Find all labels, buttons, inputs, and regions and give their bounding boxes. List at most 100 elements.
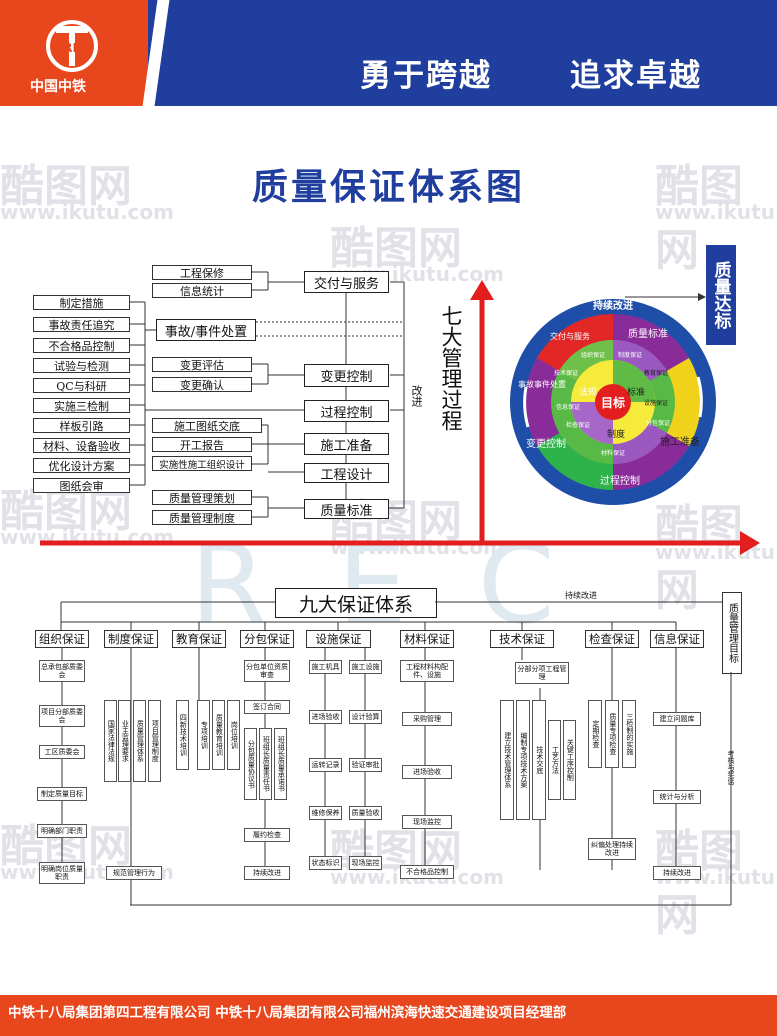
nine-col-material: 材料保证 bbox=[400, 630, 454, 648]
nine-item: 专项培训 bbox=[197, 700, 210, 770]
wheel-inner: 标准 bbox=[627, 386, 645, 398]
nine-item: 验证审批 bbox=[349, 758, 382, 772]
flow-left-item: 图纸会审 bbox=[33, 478, 130, 493]
wheel-inner: 制度 bbox=[607, 428, 625, 440]
nine-item: 分部分项工程管理 bbox=[515, 662, 569, 684]
flow-center-standard: 质量标准 bbox=[304, 499, 389, 519]
flow-left-item: 实施三检制 bbox=[33, 398, 130, 413]
nine-item: 进场验收 bbox=[402, 765, 452, 779]
nine-item: 质量验收 bbox=[349, 806, 382, 820]
nine-col-info: 信息保证 bbox=[650, 630, 704, 648]
nine-item: 规范管理行为 bbox=[106, 866, 162, 880]
wheel-inner: 技术保证 bbox=[554, 369, 578, 377]
watermark-brand: 酷图网 bbox=[330, 223, 462, 274]
flow-left-item: 试验与检测 bbox=[33, 358, 130, 373]
watermark-url: www.ikutu.com bbox=[0, 200, 174, 224]
flow-mid-item: 信息统计 bbox=[152, 283, 252, 298]
nine-item: 国家法律法规 bbox=[104, 700, 117, 782]
wheel-seg: 过程控制 bbox=[600, 474, 640, 487]
flow-left-item: 不合格品控制 bbox=[33, 338, 130, 353]
wheel-seg: 变更控制 bbox=[526, 437, 566, 450]
logo-text: 中国中铁 bbox=[30, 79, 86, 95]
nine-item: 状态标识 bbox=[309, 856, 342, 870]
wheel-seg: 质量标准 bbox=[628, 328, 668, 340]
nine-item: 采购管理 bbox=[402, 712, 452, 726]
nine-item: 建立技术管理体系 bbox=[500, 700, 514, 820]
nine-item: 总承包部质委会 bbox=[39, 660, 85, 682]
nine-item: 班组长质量责任书 bbox=[259, 728, 272, 800]
nine-item: 关键工序控制 bbox=[563, 720, 576, 800]
nine-item: 分包单位资质审查 bbox=[244, 660, 290, 682]
wheel-inner: 教育保证 bbox=[644, 369, 668, 377]
wheel-inner: 分包保证 bbox=[646, 419, 670, 427]
flow-center-delivery: 交付与服务 bbox=[304, 271, 389, 293]
nine-item: 履约检查 bbox=[244, 828, 290, 842]
nine-item: 项目分部质委会 bbox=[39, 705, 85, 727]
nine-item: 进场验收 bbox=[309, 710, 342, 724]
nine-item: 持续改进 bbox=[653, 866, 701, 880]
flow-center-prep: 施工准备 bbox=[304, 433, 389, 455]
flow-left-item: 优化设计方案 bbox=[33, 458, 130, 473]
wheel-seg: 交付与服务 bbox=[550, 331, 590, 341]
slogan-2: 追求卓越 bbox=[570, 58, 702, 94]
flow-mid-item: 实施性施工组织设计 bbox=[152, 456, 252, 471]
nine-item: 制定质量目标 bbox=[37, 787, 87, 801]
flow-center-process: 过程控制 bbox=[304, 400, 389, 422]
footer-band bbox=[0, 995, 777, 1036]
nine-item: 项目管理制度 bbox=[148, 700, 161, 782]
flow-left-item: 制定措施 bbox=[33, 295, 130, 310]
flow-mid-item: 质量管理策划 bbox=[152, 490, 252, 505]
wheel-inner: 制度保证 bbox=[618, 351, 642, 359]
nine-col-education: 教育保证 bbox=[172, 630, 226, 648]
nine-item: 质量管理体系 bbox=[133, 700, 146, 782]
nine-item: 三检制的实施 bbox=[622, 700, 636, 768]
seven-processes-label: 七大管理过程 bbox=[439, 305, 464, 431]
flow-mid-item: 施工图纸交底 bbox=[152, 418, 262, 433]
slogan-1: 勇于跨越 bbox=[360, 58, 492, 94]
quality-goal-box: 质量管理目标 bbox=[722, 592, 742, 674]
watermark-brand: 酷图网 bbox=[655, 161, 743, 276]
nine-item: 施工设施 bbox=[349, 660, 382, 674]
wheel-inner: 检查保证 bbox=[566, 421, 590, 429]
nine-item: 现场监控 bbox=[349, 856, 382, 870]
flow-mid-item: 变更确认 bbox=[152, 377, 252, 392]
flow-mid-item: 开工报告 bbox=[152, 437, 252, 452]
crec-logo-icon: CREC bbox=[46, 20, 98, 72]
flow-left-item: QC与科研 bbox=[33, 378, 130, 393]
wheel-center-label: 目标 bbox=[601, 395, 625, 410]
nine-item: 岗位培训 bbox=[227, 700, 240, 770]
nine-item: 明确部门职责 bbox=[37, 824, 87, 838]
nine-continuous-label: 持续改进 bbox=[565, 591, 597, 600]
nine-item: 不合格品控制 bbox=[400, 865, 454, 879]
nine-item: 持续改进 bbox=[244, 866, 290, 880]
flow-mid-item: 变更评估 bbox=[152, 357, 252, 372]
watermark-brand: 酷图网 bbox=[0, 486, 132, 537]
nine-item: 签订合同 bbox=[244, 700, 290, 714]
quality-wheel: 目标 持续改进 质量标准 施工准备 过程控制 变更控制 事故事件处置 交付与服务… bbox=[510, 299, 716, 505]
improve-label: 改进 bbox=[410, 385, 423, 407]
quality-target-label: 质量达标 bbox=[706, 245, 736, 345]
flow-left-item: 事故责任追究 bbox=[33, 317, 130, 332]
nine-col-facility: 设施保证 bbox=[306, 630, 371, 648]
flow-center-design: 工程设计 bbox=[304, 463, 389, 483]
nine-item: 施工机具 bbox=[309, 660, 342, 674]
nine-col-subcontract: 分包保证 bbox=[240, 630, 294, 648]
flow-center-change: 变更控制 bbox=[304, 364, 389, 387]
nine-item: 业主监理要求 bbox=[118, 700, 131, 782]
nine-col-inspection: 检查保证 bbox=[585, 630, 639, 648]
page-title: 质量保证体系图 bbox=[251, 167, 525, 208]
nine-item: 定期检查 bbox=[588, 700, 602, 768]
nine-item: 质量教育培训 bbox=[212, 700, 225, 770]
nine-col-tech: 技术保证 bbox=[490, 630, 554, 648]
wheel-inner: 设施保证 bbox=[644, 399, 668, 407]
nine-item: 明确岗位质量职责 bbox=[39, 862, 85, 884]
wheel-continuous-label: 持续改进 bbox=[593, 299, 633, 312]
wheel-seg: 施工准备 bbox=[660, 435, 700, 448]
wheel-seg: 事故事件处置 bbox=[518, 379, 566, 389]
header-blue-band bbox=[148, 0, 777, 106]
nine-item: 分包质量协议书 bbox=[244, 728, 257, 800]
flow-left-item: 材料、设备验收 bbox=[33, 438, 130, 453]
nine-item: 工区质委会 bbox=[39, 745, 85, 759]
